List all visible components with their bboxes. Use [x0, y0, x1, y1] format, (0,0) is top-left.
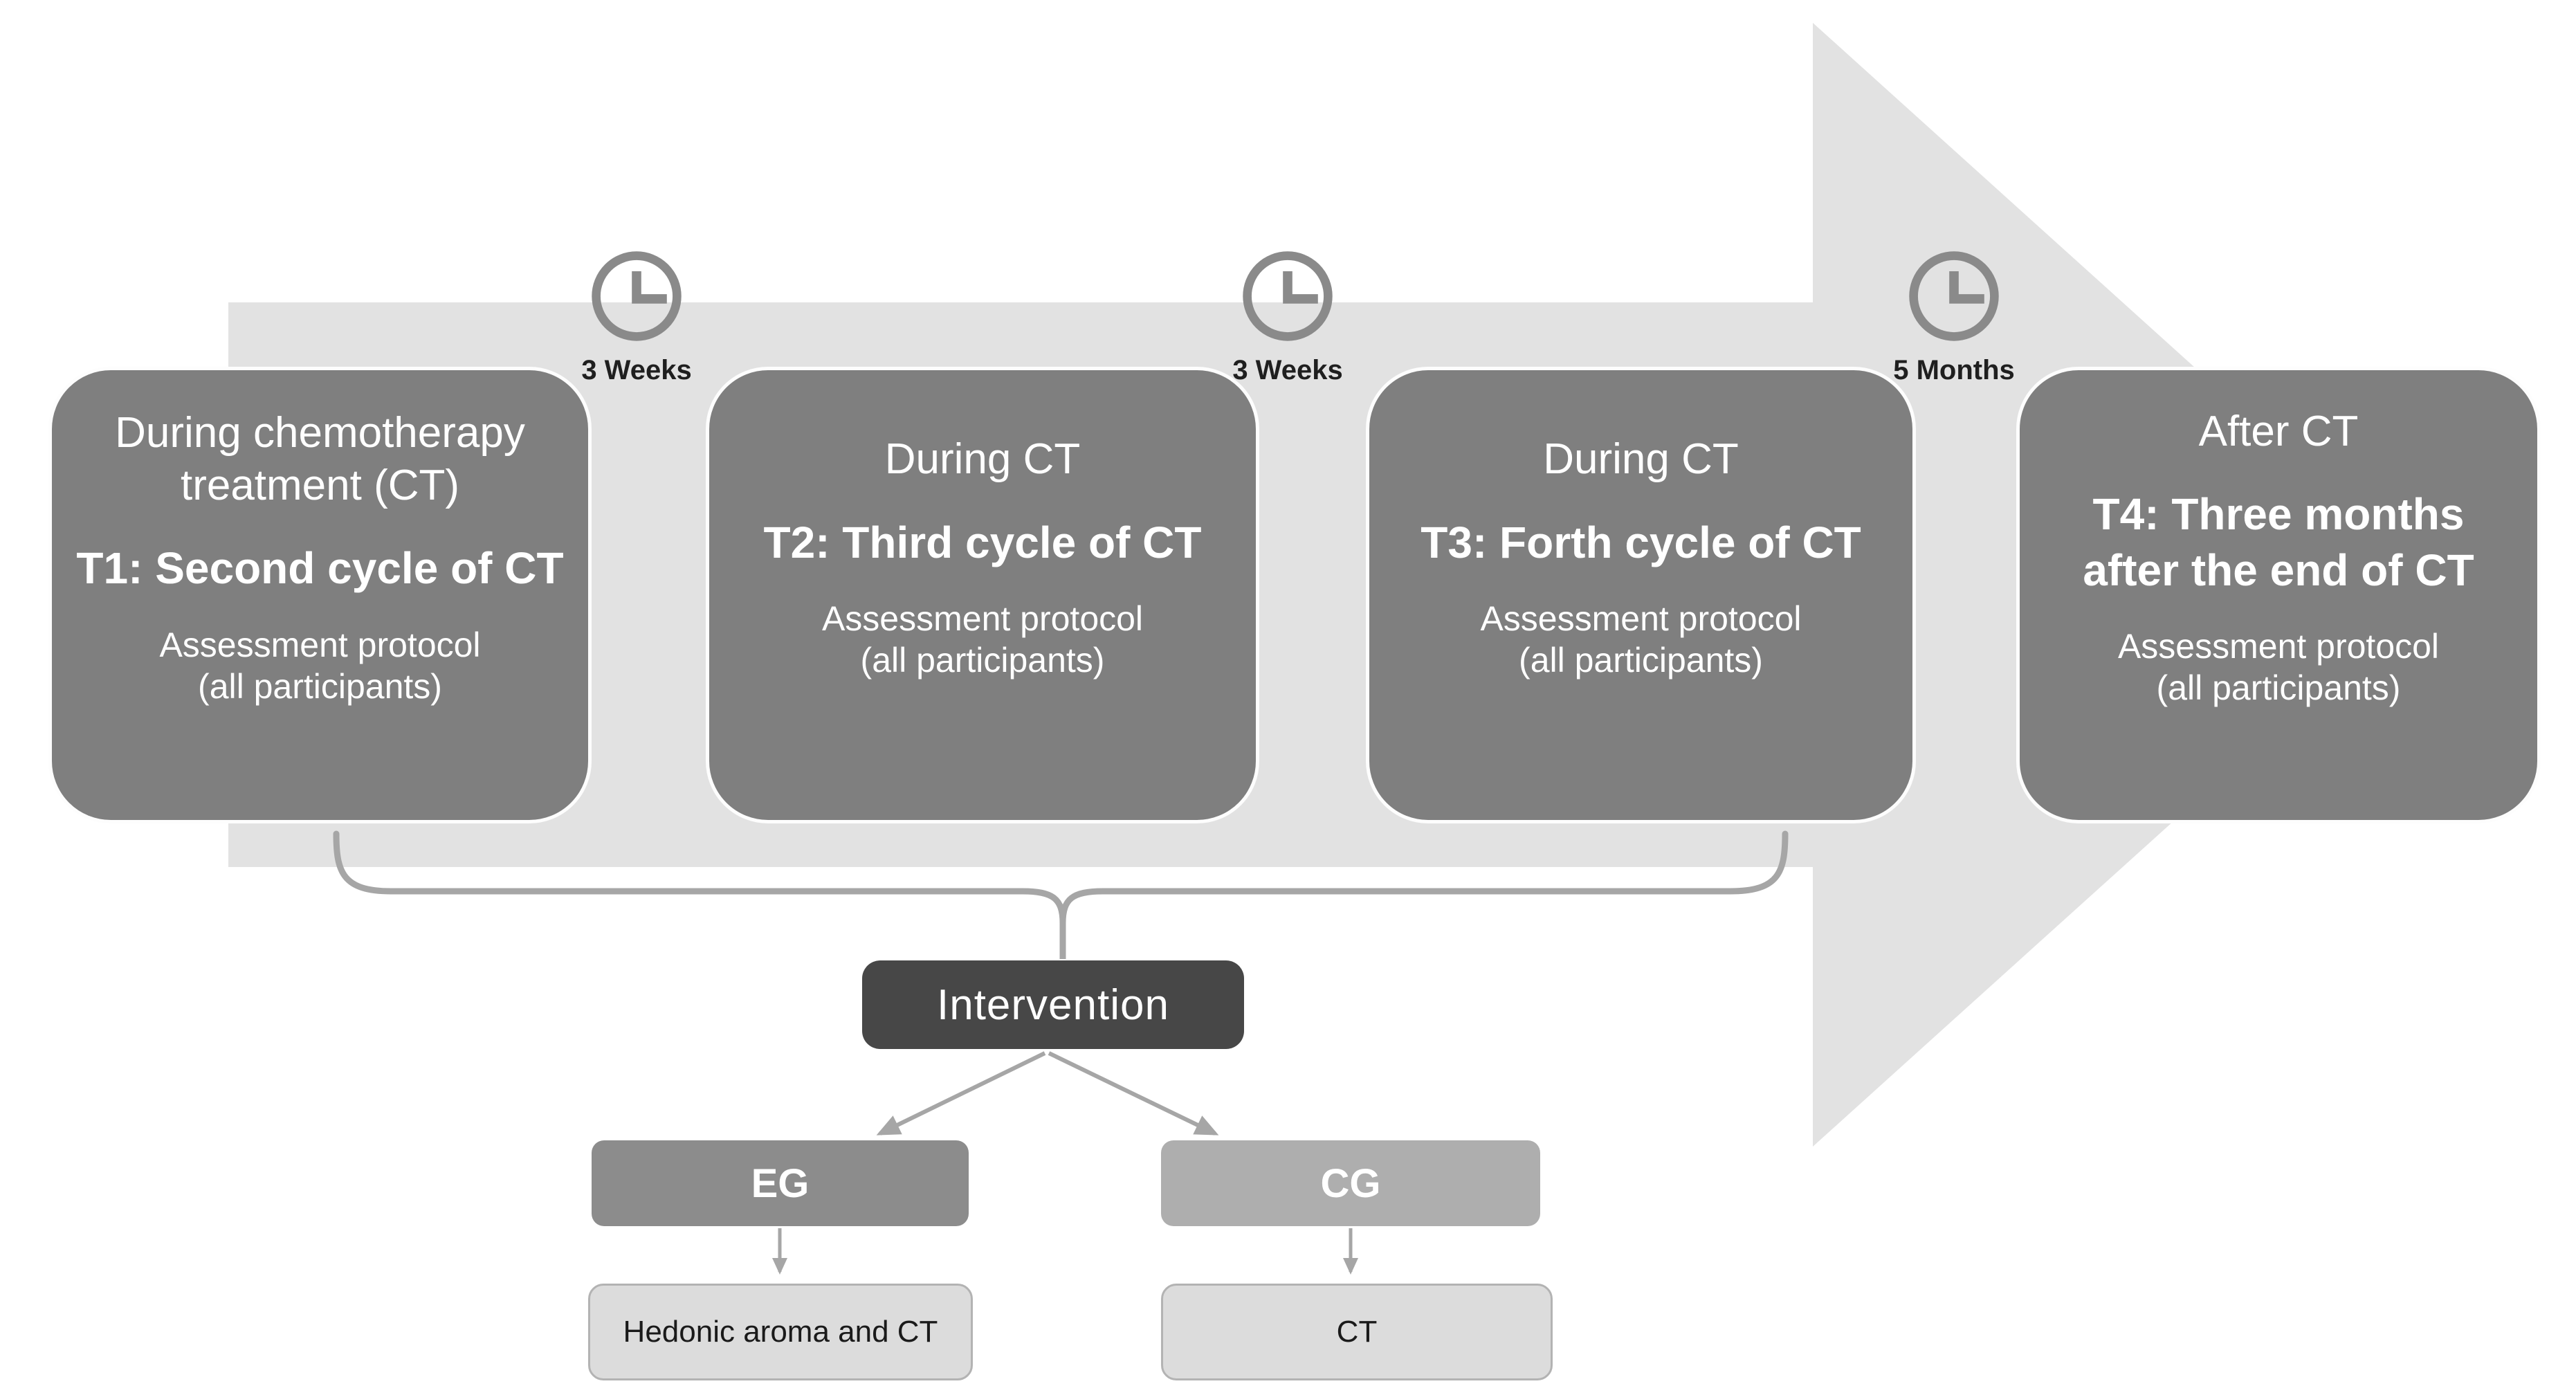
- brace-connector: [333, 830, 1789, 924]
- eg-treatment-box: Hedonic aroma and CT: [588, 1284, 973, 1380]
- stage-title: During chemotherapy treatment (CT): [115, 409, 525, 509]
- stage-box-t1: During chemotherapy treatment (CT) T1: S…: [48, 367, 592, 823]
- stage-milestone: T2: Third cycle of CT: [763, 517, 1202, 567]
- interval-label: 3 Weeks: [581, 355, 692, 385]
- arrow-intervention-to-cg: [1048, 1051, 1219, 1136]
- interval-2: 3 Weeks: [1184, 246, 1391, 386]
- stage-note-line1: Assessment protocol: [1480, 599, 1802, 639]
- cg-treatment-box: CT: [1161, 1284, 1553, 1380]
- stage-milestone: T1: Second cycle of CT: [76, 543, 564, 594]
- stage-note-line2: (all participants): [198, 666, 442, 706]
- stage-box-t4: After CT T4: Three months after the end …: [2016, 367, 2541, 823]
- stage-box-t3: During CT T3: Forth cycle of CT Assessme…: [1366, 367, 1916, 823]
- arrow-intervention-to-eg: [876, 1051, 1046, 1136]
- stage-note: Assessment protocol (all participants): [822, 598, 1143, 681]
- stage-title: After CT: [2198, 407, 2359, 455]
- interval-label: 5 Months: [1893, 355, 2015, 385]
- stage-note: Assessment protocol (all participants): [159, 624, 480, 707]
- stage-title: During CT: [1543, 435, 1739, 483]
- interval-1: 3 Weeks: [533, 246, 740, 386]
- cg-group-box: CG: [1161, 1140, 1540, 1226]
- interval-3: 5 Months: [1850, 246, 2058, 386]
- stage-box-t2: During CT T2: Third cycle of CT Assessme…: [706, 367, 1259, 823]
- stage-note: Assessment protocol (all participants): [2118, 626, 2439, 709]
- stage-note-line2: (all participants): [860, 641, 1105, 680]
- clock-icon: [592, 251, 682, 341]
- interval-label: 3 Weeks: [1232, 355, 1343, 385]
- stage-note-line1: Assessment protocol: [159, 625, 481, 664]
- stage-note-line2: (all participants): [1519, 641, 1763, 680]
- stage-note-line1: Assessment protocol: [2117, 627, 2440, 666]
- stage-note-line1: Assessment protocol: [821, 599, 1144, 639]
- clock-icon: [1909, 251, 1999, 341]
- stage-milestone: T3: Forth cycle of CT: [1421, 517, 1861, 567]
- stage-note: Assessment protocol (all participants): [1480, 598, 1801, 681]
- stage-milestone: T4: Three months after the end of CT: [2083, 489, 2474, 595]
- intervention-box: Intervention: [862, 960, 1244, 1049]
- stage-note-line2: (all participants): [2156, 668, 2401, 708]
- stage-title: During CT: [884, 435, 1081, 483]
- eg-group-box: EG: [592, 1140, 969, 1226]
- clock-icon: [1243, 251, 1333, 341]
